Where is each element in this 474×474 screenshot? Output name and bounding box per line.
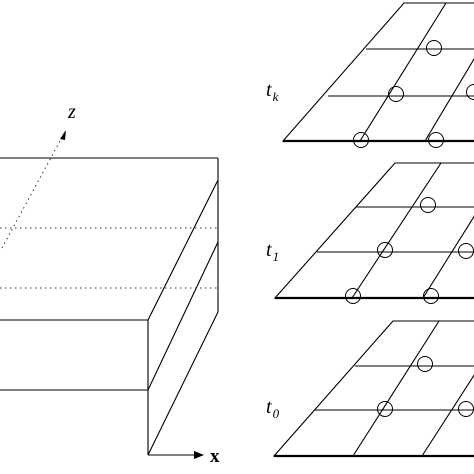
- grid-node: [417, 356, 433, 372]
- grid-node: [377, 401, 393, 417]
- z-axis: [1, 129, 67, 249]
- grid-node: [458, 243, 474, 259]
- grid-node: [428, 132, 444, 148]
- grid-plane-t1: [273, 162, 474, 299]
- z-axis-arrowhead: [60, 130, 66, 140]
- layer-label-tk: tk: [266, 79, 279, 104]
- block-top-slant-edge: [147, 179, 219, 321]
- grid-node: [353, 132, 369, 148]
- grid-node: [466, 84, 474, 100]
- layer-tk: tk: [266, 2, 474, 148]
- grid-line-d: [359, 2, 447, 142]
- grid-line-d: [421, 374, 474, 457]
- grid-node: [388, 86, 404, 102]
- grid-node: [426, 40, 442, 56]
- layer-t0: t0: [266, 320, 474, 458]
- grid-node: [458, 401, 474, 417]
- block-right-bottom-edge: [147, 311, 219, 456]
- grid-node: [377, 242, 393, 258]
- grid-line-d: [352, 320, 440, 457]
- x-axis-arrowhead: [194, 451, 204, 459]
- grid-node: [423, 288, 439, 304]
- layer-label-t1: t1: [266, 239, 279, 264]
- grid-plane-t0: [272, 320, 474, 457]
- grid-plane-tk: [281, 2, 474, 142]
- block-right-layer-edge: [147, 241, 219, 391]
- grid-line-d: [351, 162, 442, 299]
- grid-line-d: [422, 215, 474, 299]
- layer-label-t0: t0: [266, 396, 280, 421]
- grid-node: [420, 197, 436, 213]
- grid-node: [345, 288, 361, 304]
- volume-block: z x: [0, 101, 220, 467]
- x-axis-label: x: [210, 446, 220, 467]
- layer-t1: t1: [266, 162, 474, 304]
- z-axis-label: z: [67, 101, 76, 123]
- grid-line-d: [424, 57, 474, 142]
